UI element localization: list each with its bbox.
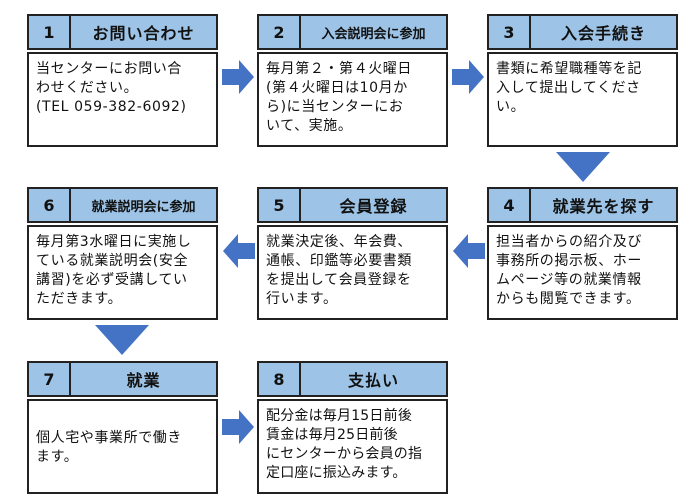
step-header: 7 就業 bbox=[27, 361, 218, 397]
arrow-down-icon bbox=[95, 325, 149, 355]
step-header: 4 就業先を探す bbox=[487, 187, 678, 223]
step-description: 個人宅や事業所で働き ます。 bbox=[27, 399, 218, 494]
step-description: 配分金は毎月15日前後 賃金は毎月25日前後 にセンターから会員の指 定口座に振… bbox=[257, 399, 448, 494]
step-description: 就業決定後、年会費、 通帳、印鑑等必要書類 を提出して会員登録を 行います。 bbox=[257, 225, 448, 320]
step-title: 会員登録 bbox=[339, 197, 408, 216]
step-description: 担当者からの紹介及び 事務所の掲示板、ホー ムページ等の就業情報 からも閲覧でき… bbox=[487, 225, 678, 320]
step-number: 1 bbox=[29, 16, 71, 48]
step-6: 6 就業説明会に参加 毎月第3水曜日に実施し ている就業説明会(安全 講習)を必… bbox=[27, 187, 218, 320]
step-title: 就業先を探す bbox=[552, 197, 655, 216]
step-4: 4 就業先を探す 担当者からの紹介及び 事務所の掲示板、ホー ムページ等の就業情… bbox=[487, 187, 678, 320]
step-number: 8 bbox=[259, 363, 301, 395]
step-7: 7 就業 個人宅や事業所で働き ます。 bbox=[27, 361, 218, 494]
step-number: 6 bbox=[29, 189, 71, 221]
step-2: 2 入会説明会に参加 毎月第２・第４火曜日 (第４火曜日は10月か ら)に当セン… bbox=[257, 14, 448, 147]
arrow-down-icon bbox=[556, 152, 610, 182]
step-1: 1 お問い合わせ 当センターにお問い合 わせください。 (TEL 059-382… bbox=[27, 14, 218, 147]
step-number: 3 bbox=[489, 16, 531, 48]
step-title: 就業説明会に参加 bbox=[91, 199, 196, 215]
step-title: 入会説明会に参加 bbox=[321, 26, 426, 42]
step-number: 7 bbox=[29, 363, 71, 395]
step-header: 2 入会説明会に参加 bbox=[257, 14, 448, 50]
step-header: 8 支払い bbox=[257, 361, 448, 397]
step-title: 支払い bbox=[347, 371, 399, 390]
step-description: 毎月第3水曜日に実施し ている就業説明会(安全 講習)を必ず受講してい ただきま… bbox=[27, 225, 218, 320]
step-3: 3 入会手続き 書類に希望職種等を記 入して提出してくださ い。 bbox=[487, 14, 678, 147]
step-header: 1 お問い合わせ bbox=[27, 14, 218, 50]
arrow-left-icon bbox=[453, 234, 485, 268]
step-header: 3 入会手続き bbox=[487, 14, 678, 50]
step-header: 6 就業説明会に参加 bbox=[27, 187, 218, 223]
step-description: 毎月第２・第４火曜日 (第４火曜日は10月か ら)に当センターにお いて、実施。 bbox=[257, 52, 448, 147]
step-number: 5 bbox=[259, 189, 301, 221]
arrow-right-icon bbox=[452, 60, 484, 94]
arrow-left-icon bbox=[223, 234, 255, 268]
step-title: 入会手続き bbox=[560, 24, 646, 43]
step-title: お問い合わせ bbox=[92, 24, 195, 43]
step-title: 就業 bbox=[126, 371, 161, 390]
arrow-right-icon bbox=[222, 410, 254, 444]
step-description: 書類に希望職種等を記 入して提出してくださ い。 bbox=[487, 52, 678, 147]
step-number: 4 bbox=[489, 189, 531, 221]
step-8: 8 支払い 配分金は毎月15日前後 賃金は毎月25日前後 にセンターから会員の指… bbox=[257, 361, 448, 494]
step-description: 当センターにお問い合 わせください。 (TEL 059-382-6092) bbox=[27, 52, 218, 147]
step-5: 5 会員登録 就業決定後、年会費、 通帳、印鑑等必要書類 を提出して会員登録を … bbox=[257, 187, 448, 320]
step-header: 5 会員登録 bbox=[257, 187, 448, 223]
arrow-right-icon bbox=[222, 60, 254, 94]
step-number: 2 bbox=[259, 16, 301, 48]
